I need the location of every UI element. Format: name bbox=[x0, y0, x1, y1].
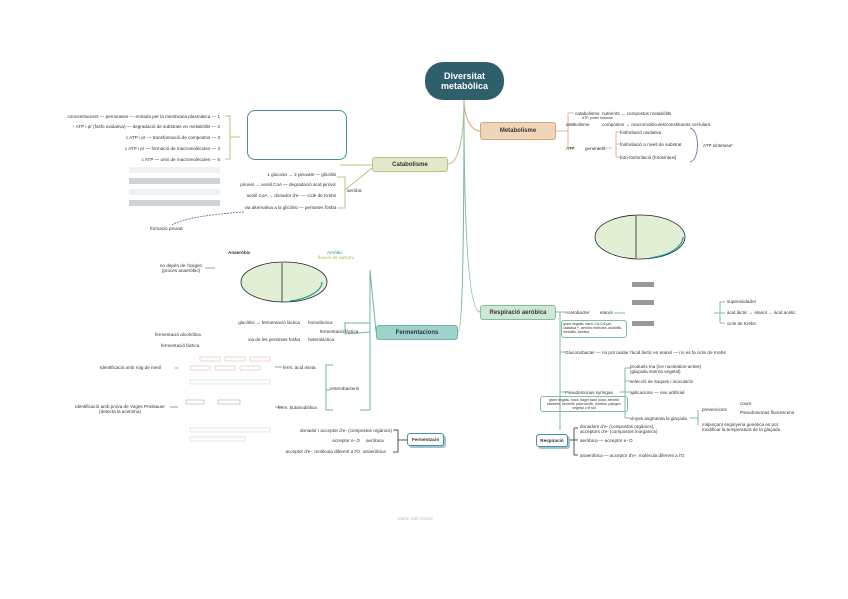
acetobacter-desc-box bbox=[561, 320, 627, 338]
fermentacio-lactica-2: fermentació làctica bbox=[161, 343, 200, 348]
cata-row-1: concentracions — permeases — entrada per… bbox=[67, 114, 221, 119]
etanol: etanol bbox=[600, 310, 613, 315]
footer-watermark: Made with Xmind bbox=[398, 516, 433, 521]
homolactica: homolàctica bbox=[308, 320, 333, 325]
resp-row: donadors d'e- (compostos orgànics), acce… bbox=[580, 424, 658, 434]
heterolactica-desc: via de les pentoses fosfat bbox=[248, 337, 300, 342]
aceto-right: cicle de Krebs bbox=[727, 321, 756, 326]
resp-row: anaeròbica — acceptor d'e-: molècula dif… bbox=[580, 453, 685, 458]
enterobacteris: enterobacteris bbox=[330, 386, 360, 391]
topic-fermentacio[interactable]: Fermentació bbox=[407, 433, 444, 446]
cycle-diagram-fermentacions bbox=[240, 261, 328, 303]
pseudomonas-desc-box bbox=[540, 396, 628, 412]
topic-fermentacions[interactable]: Fermentacions bbox=[376, 325, 458, 340]
anabolisme-desc: compostos → macromolècules/constituents … bbox=[602, 122, 711, 127]
aceto-right: àcid làctic → etanol → àcid acètic bbox=[727, 310, 796, 315]
no-depen-oxigen: no depèn de l'oxigen (procés anaeròbic) bbox=[159, 263, 203, 273]
heterolactica: heterolàctica bbox=[308, 337, 335, 342]
aceto-right: superoxidador bbox=[727, 299, 757, 304]
fermentacio-alcoholica: fermentació alcohòlica bbox=[155, 332, 201, 337]
aerobic-title: Aeròbic bbox=[327, 250, 343, 255]
ferm-tag: anaeròbica bbox=[363, 449, 386, 454]
prev-item: Pseudomonas fluorescens bbox=[740, 410, 795, 415]
gluconobacter: Gluconobacter — no pot oxidar l'àcid làc… bbox=[565, 350, 726, 355]
atp-sintetasa: ATP sintetasa* bbox=[703, 143, 733, 148]
topic-respiracio[interactable]: Respiració bbox=[536, 434, 568, 447]
atp-label: ATP bbox=[566, 146, 575, 151]
cycle-diagram-respiracio bbox=[594, 214, 686, 326]
cata-right-row: piruvat → acetil CoA — degradació àcid p… bbox=[240, 182, 336, 187]
acid-mixta: ferm. àcid mixta bbox=[283, 365, 316, 370]
voges-proskauer: Identificació amb prova de Voges Proskau… bbox=[75, 404, 165, 414]
aerobic-sub: fixació de carboni bbox=[318, 255, 354, 260]
formacio-piruvat: formació piruvat bbox=[150, 226, 183, 231]
aerobic-label: aeròbic bbox=[347, 188, 363, 193]
cata-row-3: c ATP i pr — transformació de compostos … bbox=[125, 135, 220, 140]
roig-metil: Identificació amb roig de metil bbox=[100, 365, 161, 370]
pseudomonas-desc: gram negatiu, bacil, flagel·lació polar,… bbox=[546, 398, 622, 410]
pseudo-item: produeix Ina (ice nucleation-active) (gl… bbox=[630, 364, 702, 374]
atp-table bbox=[129, 167, 220, 206]
catabolisme-label: catabolisme bbox=[575, 111, 600, 116]
ferm-tag: aeròbica bbox=[366, 438, 384, 443]
topic-catabolisme[interactable]: Catabolisme bbox=[372, 157, 448, 172]
pseudomonas: Pseudomonas syringae bbox=[565, 390, 614, 395]
cata-right-row: via alternativa a la glicòlisi — pentose… bbox=[244, 205, 336, 210]
cata-row-4: c ATP i pr — formació de macromolècules … bbox=[124, 146, 220, 151]
cata-right-row: 1 glucosa → 2 piruvats — glicòlisi bbox=[267, 172, 336, 177]
anaerobic-title: Anaeròbic bbox=[228, 250, 251, 255]
prevencions: prevencions bbox=[702, 407, 727, 412]
cata-row-5: c ATP — unió de macromolècules — 5 bbox=[141, 157, 220, 162]
enterobacteria-pathway-sketches bbox=[185, 356, 271, 442]
mitjancant: mitjançant enginyeria genètica es pot mo… bbox=[702, 422, 781, 432]
resp-row: aeròbica — acceptor e- O bbox=[580, 438, 633, 443]
catabolisme-desc: nutrients → compostos metabòlits bbox=[602, 111, 672, 116]
acetobacter-desc: gram negatiu, bacil, 0,6-0,8 μm, catalas… bbox=[563, 322, 623, 334]
pseudo-item: vinyes augmenta la glaçada bbox=[630, 416, 687, 421]
topic-respiracio-aerobica[interactable]: Respiració aeròbica bbox=[480, 305, 556, 320]
ferm-row: acceptor d'e-: molècula diferent a l'O bbox=[285, 449, 360, 454]
ferm-row: acceptor e- O bbox=[332, 438, 360, 443]
topic-metabolisme[interactable]: Metabolisme bbox=[480, 122, 556, 140]
cata-row-2: ↑ ATP i pr (fosfo oxidativa) — degradaci… bbox=[72, 124, 220, 129]
butanodiolica: ferm. butanodiòlica bbox=[278, 405, 317, 410]
prev-item: coure bbox=[740, 401, 752, 406]
detail-box-catabolisme bbox=[247, 110, 347, 160]
fermentacio-lactica: fermentació làctica bbox=[320, 329, 359, 334]
acetobacter: Acetobacter bbox=[565, 310, 590, 315]
gen-item: fosforilació oxidativa bbox=[620, 130, 662, 135]
generacio-label: generació bbox=[585, 146, 606, 151]
pseudo-item: aplicacions — neu artificial bbox=[630, 390, 685, 395]
pseudo-item: selecció de soques i inoculació bbox=[630, 379, 694, 384]
anabolisme-label: anabolisme bbox=[566, 122, 590, 127]
cata-right-row: acetil CoA → donador d'e- — cicle de Kre… bbox=[246, 193, 337, 198]
gen-item: foto-fosforilació (fotosíntesi) bbox=[620, 155, 677, 160]
ferm-row: donador i acceptor d'e- (compostos orgàn… bbox=[299, 428, 392, 433]
homolactica-desc: glucòlisi → fermentació làctica bbox=[238, 320, 300, 325]
atp-note: ATP, poder reductor bbox=[582, 116, 613, 120]
gen-item: fosforilació a nivell de substrat bbox=[620, 142, 682, 147]
